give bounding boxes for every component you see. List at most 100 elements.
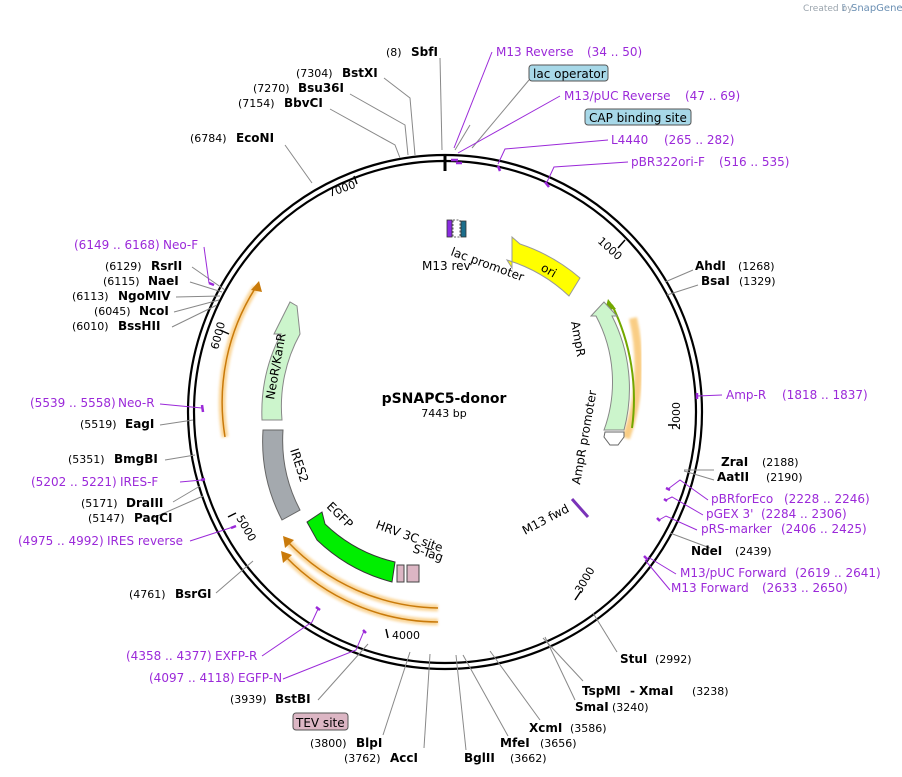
lac-operator-box xyxy=(452,219,461,238)
badge-lac-operator-text: lac operator xyxy=(533,67,606,81)
site-name-smai: SmaI xyxy=(575,700,609,714)
tick-7000 xyxy=(353,175,358,185)
tick-6000 xyxy=(219,329,230,335)
site-pos-paqci: (5147) xyxy=(88,512,125,525)
site-pos-mfei: (3656) xyxy=(540,737,577,750)
tick-label-4000: 4000 xyxy=(392,629,420,642)
ires2-box xyxy=(262,429,301,521)
primer-name-m13-forward: M13 Forward xyxy=(671,581,749,595)
badge-tev-site-text: TEV site xyxy=(295,716,345,730)
neo-orange-arrowhead xyxy=(251,281,262,292)
ampr-primer-arc xyxy=(611,304,635,429)
site-pos-bsshii: (6010) xyxy=(72,320,109,333)
egfp2-orange-arc xyxy=(285,556,439,623)
snapgene-icon: ⟟ xyxy=(842,3,846,14)
site-name-bbvci: BbvCI xyxy=(284,96,323,110)
primer-name-m13-puc-forward: M13/pUC Forward xyxy=(680,566,787,580)
backbone xyxy=(186,153,704,671)
ori-label: ori xyxy=(539,260,560,280)
primer-name-prs-marker: pRS-marker xyxy=(701,522,772,536)
primer-range-pgex-3: (2284 .. 2306) xyxy=(761,507,847,521)
primer-range-m13-forward: (2633 .. 2650) xyxy=(762,581,848,595)
m13-rev-box xyxy=(446,219,453,238)
site-name-blpi: BlpI xyxy=(356,736,382,750)
site-name-xcmi: XcmI xyxy=(529,721,562,735)
primer-name-amp-r: Amp-R xyxy=(726,388,766,402)
site-name-rsrii: RsrII xyxy=(151,259,182,273)
site-pos-rsrii: (6129) xyxy=(105,260,142,273)
primer-range-m13-puc-reverse: (47 .. 69) xyxy=(685,89,740,103)
primer-range-neo-r: (5539 .. 5558) xyxy=(30,396,116,410)
site-name-ngomiv: NgoMIV xyxy=(118,289,171,303)
site-pos-bbvci: (7154) xyxy=(238,97,275,110)
site-pos-acci: (3762) xyxy=(344,752,381,765)
hrv3c-site-box xyxy=(396,564,405,583)
restriction-sites: (8) SbfI (7304) BstXI (7270) Bsu36I (715… xyxy=(68,45,803,765)
ori-arrow xyxy=(505,235,581,297)
site-name-bsshii: BssHII xyxy=(118,319,160,333)
site-pos-smai: (3240) xyxy=(612,701,649,714)
site-pos-bsu36i: (7270) xyxy=(253,82,290,95)
primer-range-exfp-r: (4358 .. 4377) xyxy=(126,649,212,663)
plasmid-size: 7443 bp xyxy=(421,407,466,420)
egfp-label: EGFP xyxy=(324,499,356,531)
primer-name-pbrforeco: pBRforEco xyxy=(711,492,773,506)
ampr-label: AmpR xyxy=(568,320,588,358)
primer-range-egfp-n: (4097 .. 4118) xyxy=(149,671,235,685)
site-name-bglii: BglII xyxy=(464,751,495,765)
site-pos-econi: (6784) xyxy=(190,132,227,145)
badge-lac-operator: lac operator xyxy=(528,64,609,82)
site-name-mfei: MfeI xyxy=(500,736,530,750)
m13-rev-label: M13 rev xyxy=(422,259,471,273)
primer-leader-lines xyxy=(159,51,723,680)
primer-name-pbr322ori-f: pBR322ori-F xyxy=(631,155,705,169)
primer-markers xyxy=(200,158,699,634)
tick-label-5000: 5000 xyxy=(233,513,258,544)
site-name-bsai: BsaI xyxy=(701,274,730,288)
site-leader-lines xyxy=(152,57,715,751)
site-pos-ahdi: (1268) xyxy=(738,260,775,273)
site-name-bstbi: BstBI xyxy=(275,692,311,706)
primer-range-pbrforeco: (2228 .. 2246) xyxy=(784,492,870,506)
primer-name-exfp-r: EXFP-R xyxy=(215,649,257,663)
site-name-ncoi: NcoI xyxy=(139,304,169,318)
neor-arrow xyxy=(261,301,301,421)
site-pos-tspmi: (3238) xyxy=(692,685,729,698)
cap-leader-line xyxy=(454,124,471,151)
cap-site-box xyxy=(460,220,467,238)
plasmid-name: pSNAPC5-donor xyxy=(382,391,507,407)
tick-label-1000: 1000 xyxy=(595,235,625,263)
site-pos-aatii: (2190) xyxy=(766,471,803,484)
site-name-ahdi: AhdI xyxy=(695,259,726,273)
s-tag-box xyxy=(406,564,420,583)
ires2-label: IRES2 xyxy=(287,447,311,484)
site-pos-bstbi: (3939) xyxy=(230,693,267,706)
ampr-arrow xyxy=(589,301,630,431)
site-name-zrai: ZraI xyxy=(721,455,748,469)
site-pos-naei: (6115) xyxy=(103,275,140,288)
primer-range-l4440: (265 .. 282) xyxy=(664,133,734,147)
ampr-promoter-arrow xyxy=(603,431,625,446)
site-name-xmai: - XmaI xyxy=(630,684,673,698)
primer-name-ires-f: IRES-F xyxy=(120,475,158,489)
egfp-orange-arc xyxy=(287,541,439,609)
site-name-bsrgi: BsrGI xyxy=(175,587,212,601)
site-pos-eagi: (5519) xyxy=(80,418,117,431)
scale-ticks xyxy=(219,175,677,639)
tick-label-6000: 6000 xyxy=(208,320,228,350)
site-name-tspmi: TspMI xyxy=(582,684,621,698)
site-name-draiii: DraIII xyxy=(126,496,163,510)
primer-range-amp-r: (1818 .. 1837) xyxy=(782,388,868,402)
primer-labels: M13 Reverse (34 .. 50) M13/pUC Reverse (… xyxy=(18,45,881,685)
site-name-aatii: AatII xyxy=(717,470,749,484)
site-name-econi: EcoNI xyxy=(236,131,274,145)
badge-tev-site: TEV site xyxy=(292,712,349,731)
site-pos-zrai: (2188) xyxy=(762,456,799,469)
site-name-bmgbi: BmgBI xyxy=(114,452,158,466)
primer-name-l4440: L4440 xyxy=(611,133,648,147)
tick-label-3000: 3000 xyxy=(572,565,597,596)
site-pos-bglii: (3662) xyxy=(510,752,547,765)
site-name-sbfi: SbfI xyxy=(411,45,438,59)
site-pos-bmgbi: (5351) xyxy=(68,453,105,466)
